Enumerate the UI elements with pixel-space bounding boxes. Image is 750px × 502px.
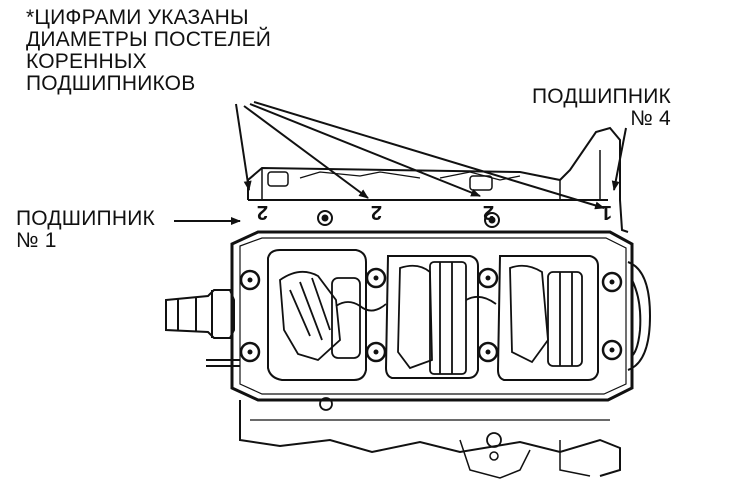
crankshaft-nose bbox=[165, 289, 240, 367]
crankshaft bbox=[279, 261, 583, 375]
diameter-note: *ЦИФРАМИ УКАЗАНЫ ДИАМЕТРЫ ПОСТЕЛЕЙ КОРЕН… bbox=[26, 7, 271, 95]
bearing-4-arrow bbox=[611, 127, 627, 191]
bearing-2-mark: 2 bbox=[371, 201, 382, 223]
arrow-to-bearing-3 bbox=[249, 103, 481, 197]
bearing-4-label: ПОДШИПНИК № 4 bbox=[532, 86, 671, 130]
bolt-centers bbox=[247, 275, 615, 355]
bearing-3-mark: 2 bbox=[483, 201, 494, 223]
bearing-1-mark: 2 bbox=[257, 201, 268, 223]
note-line-3: КОРЕННЫХ bbox=[26, 50, 147, 73]
note-line-1: *ЦИФРАМИ УКАЗАНЫ bbox=[26, 6, 249, 29]
note-line-4: ПОДШИПНИКОВ bbox=[26, 72, 196, 95]
bearing-4-title: ПОДШИПНИК bbox=[532, 85, 671, 108]
leader-arrows bbox=[235, 101, 605, 210]
bearing-4-mark: 1 bbox=[601, 201, 612, 223]
bearing-marks: 2 2 2 1 bbox=[257, 201, 612, 223]
arrow-to-bearing-1 bbox=[235, 103, 252, 191]
upper-block bbox=[247, 126, 629, 233]
note-line-2: ДИАМЕТРЫ ПОСТЕЛЕЙ bbox=[26, 28, 272, 51]
arrow-to-bearing-4 bbox=[253, 101, 605, 210]
rear-flange bbox=[627, 261, 652, 371]
top-bosses bbox=[317, 210, 500, 228]
crankshaft-bays bbox=[267, 249, 599, 381]
bearing-4-number: № 4 bbox=[630, 107, 671, 130]
bearing-1-label: ПОДШИПНИК № 1 bbox=[16, 208, 155, 252]
arrow-to-bearing-2 bbox=[243, 105, 369, 199]
bearing-1-number: № 1 bbox=[16, 229, 57, 252]
bearing-1-title: ПОДШИПНИК bbox=[16, 207, 155, 230]
block-body bbox=[230, 230, 634, 479]
